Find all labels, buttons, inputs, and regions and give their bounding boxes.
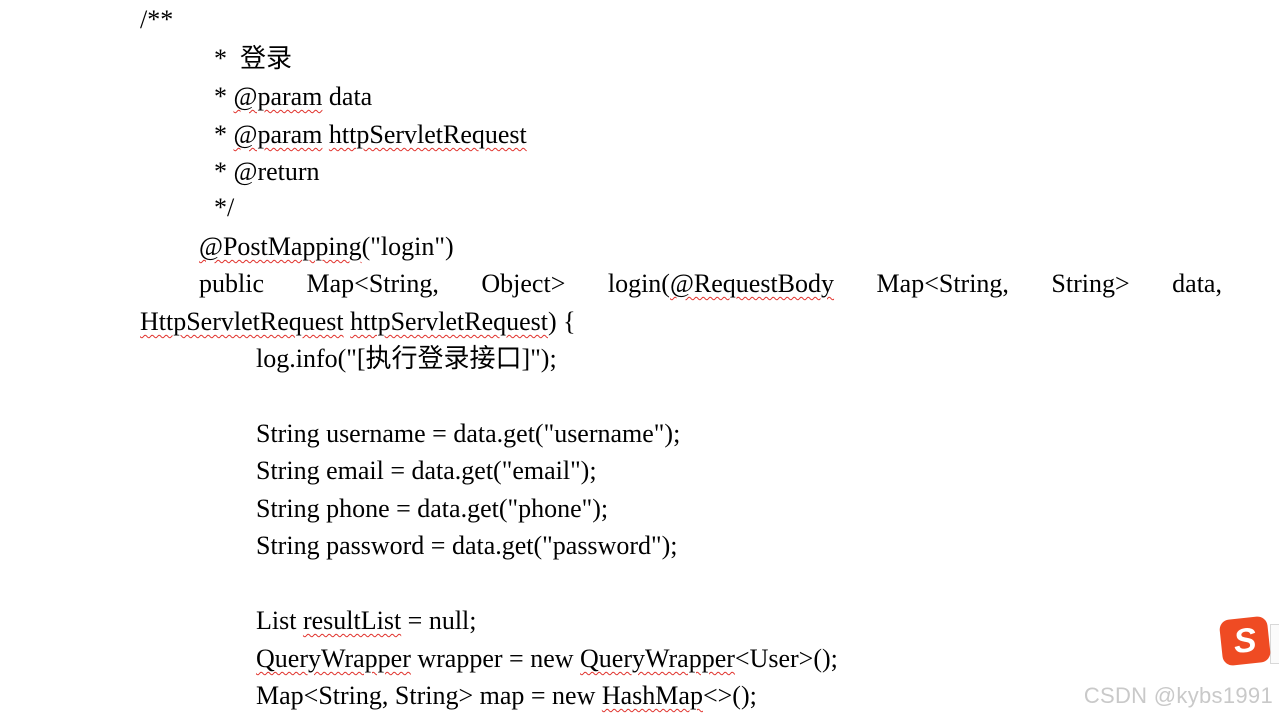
annotation-args: ("login") xyxy=(361,232,454,261)
code-line-comment-open: /** xyxy=(140,5,174,34)
sig-method-name: login( xyxy=(607,269,670,298)
var-init: = null; xyxy=(401,606,477,635)
sig-annotation: @RequestBody xyxy=(669,269,835,298)
code-line-email: String email = data.get("email"); xyxy=(256,456,597,485)
code-line-comment-close: */ xyxy=(214,193,235,222)
sogou-input-icon[interactable]: S xyxy=(1218,615,1272,667)
code-line-username: String username = data.get("username"); xyxy=(256,419,681,448)
sig-modifier: public xyxy=(199,269,264,298)
var-type: List xyxy=(256,606,303,635)
comment-prefix: * xyxy=(214,120,234,149)
comment-prefix: * xyxy=(214,82,234,111)
code-line-result-list: List resultList = null; xyxy=(256,606,477,636)
code-line-signature-cont: HttpServletRequest httpServletRequest) { xyxy=(140,307,576,337)
code-line-annotation: @PostMapping("login") xyxy=(199,232,454,262)
constructor-args: <>(); xyxy=(702,681,757,710)
param-name: httpServletRequest xyxy=(350,307,548,336)
code-line-password: String password = data.get("password"); xyxy=(256,531,678,560)
constructor-name: HashMap xyxy=(601,681,703,710)
param-type: HttpServletRequest xyxy=(140,307,344,336)
sig-return-type: Map<String, xyxy=(306,269,439,298)
param-name: data xyxy=(322,82,373,111)
code-line-param-data: * @param data xyxy=(214,82,372,112)
annotation-name: @PostMapping xyxy=(199,232,362,261)
code-line-comment-title: * 登录 xyxy=(214,44,292,74)
comment-title-text: 登录 xyxy=(240,44,293,73)
var-assign: wrapper = new xyxy=(410,644,581,673)
comment-star: * xyxy=(214,44,227,73)
param-tag: @param xyxy=(233,82,323,111)
code-line-method-signature: public Map<String, Object> login(@Reques… xyxy=(199,269,1222,299)
sig-param-type: Map<String, xyxy=(876,269,1009,298)
sig-method: login(@RequestBody xyxy=(608,269,834,299)
code-line-log: log.info("[执行登录接口]"); xyxy=(256,344,557,373)
code-line-phone: String phone = data.get("phone"); xyxy=(256,494,609,523)
constructor-args: <User>(); xyxy=(734,644,838,673)
code-line-hashmap: Map<String, String> map = new HashMap<>(… xyxy=(256,681,757,711)
param-name: httpServletRequest xyxy=(328,120,527,149)
sig-param-type-value: String> xyxy=(1051,269,1130,298)
var-decl: Map<String, String> map = new xyxy=(256,681,602,710)
csdn-watermark: CSDN @kybs1991 xyxy=(1083,683,1273,708)
var-name: resultList xyxy=(302,606,402,635)
sogou-glyph: S xyxy=(1231,620,1259,662)
signature-end: ) { xyxy=(548,307,576,336)
constructor-name: QueryWrapper xyxy=(580,644,735,673)
var-type: QueryWrapper xyxy=(256,644,411,673)
code-line-param-request: * @param httpServletRequest xyxy=(214,120,527,150)
code-line-wrapper: QueryWrapper wrapper = new QueryWrapper<… xyxy=(256,644,838,674)
code-line-return: * @return xyxy=(214,157,320,186)
sig-return-type-value: Object> xyxy=(481,269,566,298)
sig-param-name: data, xyxy=(1172,269,1222,298)
param-tag: @param xyxy=(233,120,323,149)
ime-toolbar-edge xyxy=(1270,624,1279,664)
